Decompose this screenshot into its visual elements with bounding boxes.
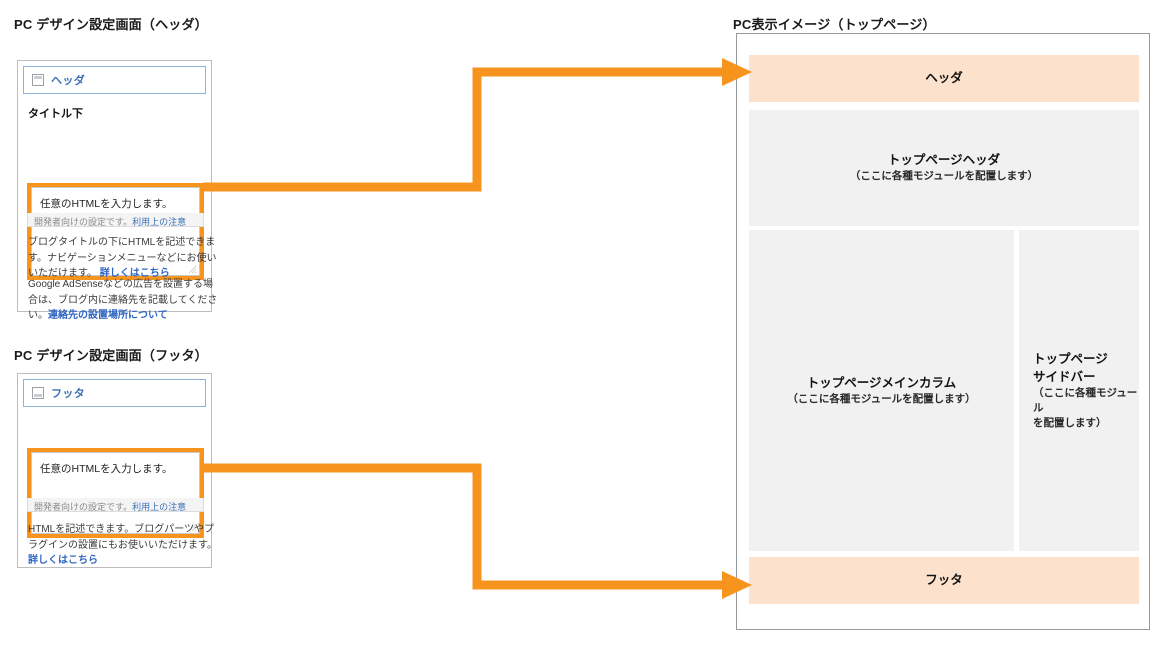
header-hint-bar: 開発者向けの設定です。利用上の注意 xyxy=(27,213,204,227)
footer-hint-link[interactable]: 利用上の注意 xyxy=(132,502,187,512)
preview-frame: ヘッダ トップページヘッダ （ここに各種モジュールを配置します） トップページメ… xyxy=(736,33,1150,630)
footer-settings-caption: PC デザイン設定画面（フッタ） xyxy=(14,348,208,363)
header-panel-titlebar[interactable]: ヘッダ xyxy=(23,66,206,94)
header-textarea-highlight: 任意のHTMLを入力します。 xyxy=(27,183,204,280)
header-textarea-value: 任意のHTMLを入力します。 xyxy=(40,198,173,210)
footer-panel-titlebar[interactable]: フッタ xyxy=(23,379,206,407)
footer-hint-text: 開発者向けの設定です。 xyxy=(34,502,133,512)
header-description-1-text: ブログタイトルの下にHTMLを記述できます。ナビゲーションメニューなどにお使いい… xyxy=(28,237,217,279)
footer-description-1-text: HTMLを記述できます。ブログパーツやプラグインの設置にもお使いいただけます。 xyxy=(28,524,217,551)
preview-caption: PC表示イメージ（トップページ） xyxy=(733,17,936,32)
footer-textarea-value: 任意のHTMLを入力します。 xyxy=(40,463,173,475)
footer-textarea-highlight: 任意のHTMLを入力します。 xyxy=(27,448,204,538)
footer-description-1-link[interactable]: 詳しくはこちら xyxy=(28,555,98,566)
header-description-2: Google AdSenseなどの広告を設置する場合は、ブログ内に連絡先を記載し… xyxy=(28,277,223,324)
header-hint-text: 開発者向けの設定です。 xyxy=(34,217,133,227)
footer-hint-bar: 開発者向けの設定です。利用上の注意 xyxy=(27,498,204,512)
preview-top-header-block: トップページヘッダ （ここに各種モジュールを配置します） xyxy=(749,110,1139,226)
preview-sidebar-title: トップページ サイドバー xyxy=(1033,351,1108,384)
header-panel-title-label: ヘッダ xyxy=(51,75,86,87)
preview-main-column-sub: （ここに各種モジュールを配置します） xyxy=(787,392,976,405)
preview-main-column-block: トップページメインカラム （ここに各種モジュールを配置します） xyxy=(749,230,1014,551)
header-settings-caption: PC デザイン設定画面（ヘッダ） xyxy=(14,17,208,32)
preview-sidebar-sub: （ここに各種モジュール を配置します） xyxy=(1033,386,1138,430)
resize-grip-icon[interactable] xyxy=(188,265,197,274)
footer-connector xyxy=(203,463,752,599)
footer-block-icon xyxy=(32,387,44,399)
header-description-1-link[interactable]: 詳しくはこちら xyxy=(99,268,170,279)
header-settings-panel: ヘッダ タイトル下 任意のHTMLを入力します。 開発者向けの設定です。利用上の… xyxy=(17,60,217,321)
header-hint-link[interactable]: 利用上の注意 xyxy=(132,217,187,227)
footer-panel-title-label: フッタ xyxy=(51,388,86,400)
header-connector xyxy=(203,58,752,192)
header-description-1: ブログタイトルの下にHTMLを記述できます。ナビゲーションメニューなどにお使いい… xyxy=(28,235,223,282)
header-description-2-link[interactable]: 連絡先の設置場所について xyxy=(48,310,168,321)
preview-top-header-sub: （ここに各種モジュールを配置します） xyxy=(849,170,1039,183)
preview-header-title: ヘッダ xyxy=(925,71,963,86)
header-html-textarea[interactable]: 任意のHTMLを入力します。 xyxy=(31,187,200,276)
header-block-icon xyxy=(32,74,44,86)
preview-sidebar-block: トップページ サイドバー （ここに各種モジュール を配置します） xyxy=(1019,230,1139,551)
footer-settings-panel: フッタ 任意のHTMLを入力します。 開発者向けの設定です。利用上の注意 HTM… xyxy=(17,373,217,568)
preview-footer-title: フッタ xyxy=(925,573,963,588)
footer-description-1: HTMLを記述できます。ブログパーツやプラグインの設置にもお使いいただけます。 … xyxy=(28,522,223,569)
preview-header-block: ヘッダ xyxy=(749,55,1139,102)
preview-top-header-title: トップページヘッダ xyxy=(887,153,1001,168)
preview-main-column-title: トップページメインカラム xyxy=(806,375,957,390)
resize-grip-icon[interactable] xyxy=(188,523,197,532)
preview-footer-block: フッタ xyxy=(749,557,1139,604)
header-field-label: タイトル下 xyxy=(28,108,83,120)
footer-html-textarea[interactable]: 任意のHTMLを入力します。 xyxy=(31,452,200,534)
header-description-2-text: Google AdSenseなどの広告を設置する場合は、ブログ内に連絡先を記載し… xyxy=(28,279,218,321)
